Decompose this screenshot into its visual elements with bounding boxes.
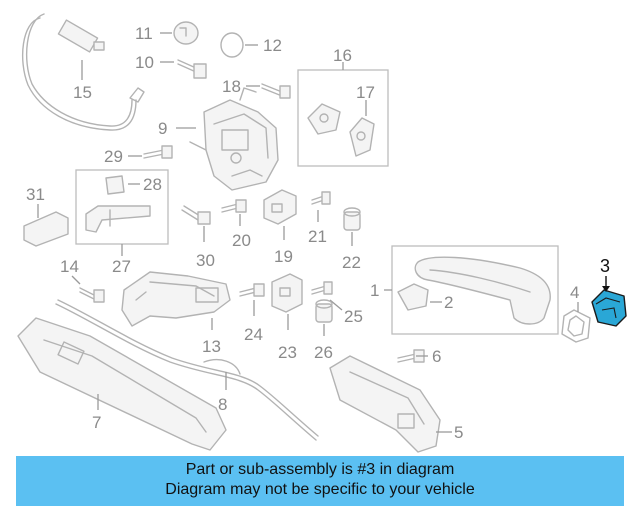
part-8-cable [55, 299, 319, 441]
label-14: 14 [60, 257, 79, 276]
part-2-bezel [397, 283, 429, 311]
label-15: 15 [73, 83, 92, 102]
part-10-bolt [177, 59, 207, 79]
part-12-plug [220, 32, 244, 58]
label-25: 25 [344, 307, 363, 326]
label-20: 20 [232, 231, 251, 250]
part-13-mechanism [121, 271, 231, 327]
part-14-bolt [79, 287, 105, 303]
banner-line-1: Part or sub-assembly is #3 in diagram [185, 461, 455, 478]
label-5: 5 [454, 423, 463, 442]
part-19-striker [263, 189, 297, 225]
label-17: 17 [356, 83, 375, 102]
info-banner: Part or sub-assembly is #3 in diagram Di… [16, 456, 624, 506]
label-3: 3 [600, 256, 610, 276]
part-4-gasket [561, 309, 591, 343]
label-23: 23 [278, 343, 297, 362]
part-20-bolt [221, 199, 247, 213]
part-1-outer-handle [414, 256, 551, 325]
label-29: 29 [104, 147, 123, 166]
part-21-screw [311, 191, 331, 205]
label-1: 1 [370, 281, 379, 300]
label-13: 13 [202, 337, 221, 356]
label-27: 27 [112, 257, 131, 276]
label-30: 30 [196, 251, 215, 270]
part-9-latch [189, 87, 279, 191]
leader-25 [329, 299, 343, 311]
label-4: 4 [570, 283, 579, 302]
label-10: 10 [135, 53, 154, 72]
label-26: 26 [314, 343, 333, 362]
label-24: 24 [244, 325, 263, 344]
leader-14 [71, 275, 81, 285]
part-29-bolt [143, 145, 173, 159]
part-28-gasket [105, 175, 125, 195]
label-18: 18 [222, 77, 241, 96]
arrow-3-icon [602, 286, 610, 292]
part-24-screw [239, 283, 265, 297]
label-9: 9 [158, 119, 167, 138]
label-2: 2 [444, 293, 453, 312]
part-17-pad [349, 117, 375, 157]
label-6: 6 [432, 347, 441, 366]
part-18-screw [261, 83, 291, 99]
label-22: 22 [342, 253, 361, 272]
label-12: 12 [263, 36, 282, 55]
label-7: 7 [92, 413, 101, 432]
part-11-grommet [173, 21, 199, 45]
part-23-bracket [271, 273, 303, 313]
part-31-bracket [23, 211, 69, 247]
part-5-handle-bracket [329, 355, 441, 453]
part-30-bolt [181, 205, 211, 225]
banner-line-2: Diagram may not be specific to your vehi… [165, 481, 475, 498]
part-27-check-link [85, 205, 151, 233]
part-22-cap [343, 207, 361, 231]
part-16-pad [307, 103, 341, 135]
label-16: 16 [333, 46, 352, 65]
label-8: 8 [218, 395, 227, 414]
label-19: 19 [274, 247, 293, 266]
part-7-trim [17, 317, 227, 451]
label-21: 21 [308, 227, 327, 246]
part-25-screw [311, 281, 333, 295]
part-15-cable [22, 13, 145, 131]
label-11: 11 [135, 24, 153, 43]
part-3-cap-highlighted [591, 289, 627, 327]
label-28: 28 [143, 175, 162, 194]
part-26-cap [315, 299, 333, 323]
label-31: 31 [26, 185, 45, 204]
